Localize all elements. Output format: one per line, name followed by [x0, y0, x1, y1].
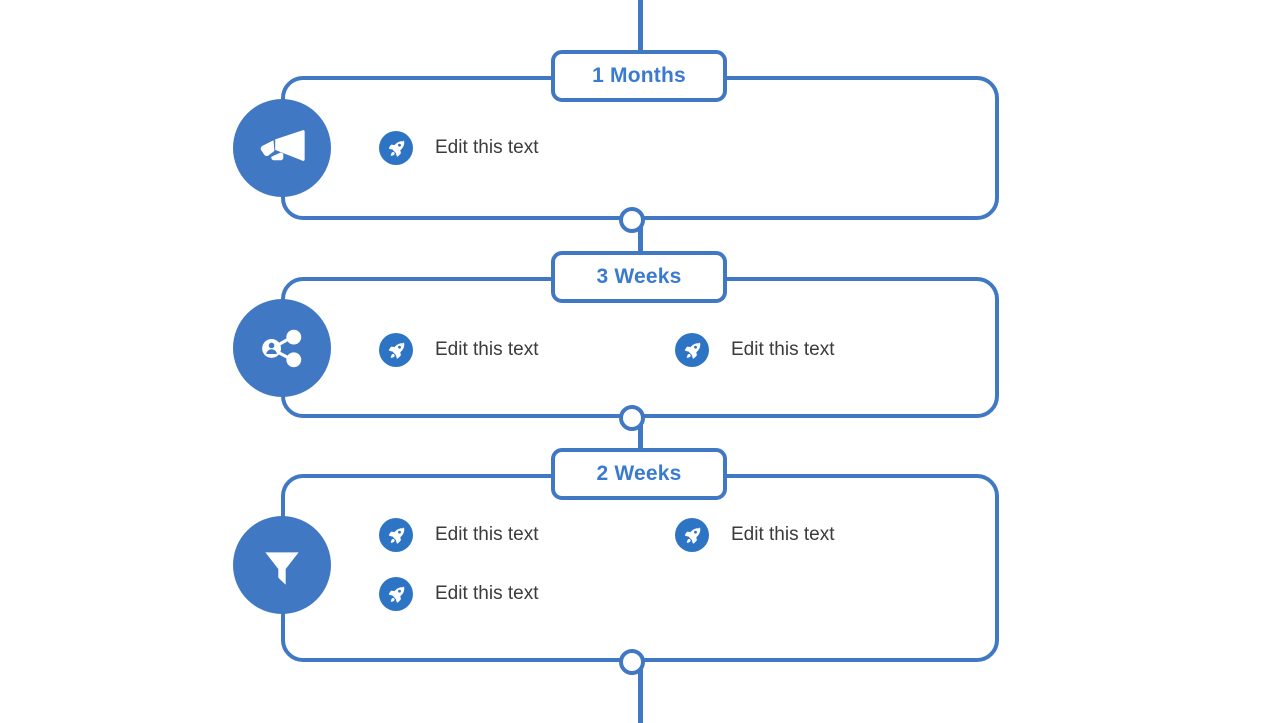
stage-2-connector-node [619, 405, 645, 431]
list-item[interactable]: Edit this text [379, 131, 539, 165]
stage-1-duration-label: 1 Months [592, 64, 686, 87]
funnel-filter-icon [254, 537, 310, 593]
stage-row-2[interactable]: 3 Weeks [233, 251, 999, 431]
stage-3-items: Edit this text Edit this text [379, 474, 999, 662]
rocket-icon [379, 518, 413, 552]
connector-line-stage2-to-stage3 [638, 414, 643, 474]
connector-line-top [638, 0, 643, 54]
stage-row-3[interactable]: 2 Weeks Edit this text [233, 448, 999, 675]
stage-2-items: Edit this text Edit this text [379, 277, 999, 418]
list-item-label: Edit this text [435, 339, 539, 360]
stage-2-duration-label: 3 Weeks [596, 265, 682, 288]
stage-row-1[interactable]: 1 Months Edit this text [233, 50, 999, 233]
list-item-label: Edit this text [731, 524, 835, 545]
list-item[interactable]: Edit this text [675, 518, 835, 552]
stage-1-connector-node [619, 207, 645, 233]
stage-3-connector-node [619, 649, 645, 675]
connector-line-stage1-to-stage2 [638, 216, 643, 278]
stage-1-icon-badge[interactable] [233, 99, 331, 197]
stage-3-duration-chip[interactable]: 2 Weeks [551, 448, 727, 500]
rocket-icon [379, 131, 413, 165]
megaphone-icon [253, 119, 311, 177]
stage-1-items: Edit this text [379, 76, 999, 220]
list-item-label: Edit this text [435, 583, 539, 604]
list-item[interactable]: Edit this text [675, 333, 835, 367]
stage-3-icon-badge[interactable] [233, 516, 331, 614]
list-item[interactable]: Edit this text [379, 577, 539, 611]
connector-line-bottom [638, 659, 643, 723]
stage-2-icon-badge[interactable] [233, 299, 331, 397]
list-item[interactable]: Edit this text [379, 518, 539, 552]
stage-2-duration-chip[interactable]: 3 Weeks [551, 251, 727, 303]
stage-3-duration-label: 2 Weeks [596, 462, 682, 485]
share-network-icon [253, 319, 311, 377]
rocket-icon [675, 518, 709, 552]
stage-1-duration-chip[interactable]: 1 Months [551, 50, 727, 102]
rocket-icon [379, 577, 413, 611]
list-item-label: Edit this text [435, 137, 539, 158]
list-item[interactable]: Edit this text [379, 333, 539, 367]
rocket-icon [675, 333, 709, 367]
list-item-label: Edit this text [435, 524, 539, 545]
rocket-icon [379, 333, 413, 367]
list-item-label: Edit this text [731, 339, 835, 360]
